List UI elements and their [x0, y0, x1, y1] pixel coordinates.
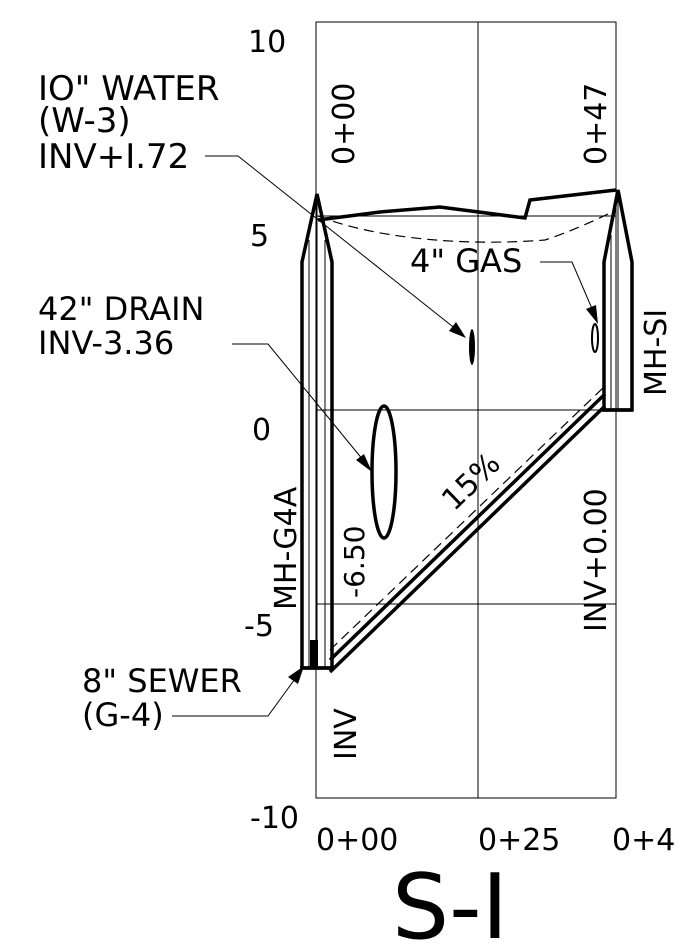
- manhole-right: [602, 189, 634, 412]
- y-tick-minus5: -5: [244, 609, 274, 644]
- callout-sewer: 8" SEWER (G-4): [82, 662, 304, 734]
- water-pipe: [469, 329, 475, 365]
- drain-label-line2: INV-3.36: [38, 324, 174, 362]
- slope-label: 15%: [435, 446, 507, 518]
- gas-pipe: [591, 323, 599, 353]
- sewer-label-line1: 8" SEWER: [82, 662, 242, 700]
- station-end-label: 0+47: [579, 83, 614, 165]
- drain-pipe: [370, 404, 398, 540]
- y-tick-5: 5: [250, 219, 269, 254]
- callout-drain: 42" DRAIN INV-3.36: [38, 290, 372, 472]
- x-tick-25: 0+25: [478, 823, 560, 858]
- y-tick-minus10: -10: [250, 801, 299, 836]
- profile-title: S-I: [392, 855, 508, 949]
- callout-gas: 4" GAS: [410, 242, 598, 324]
- water-label-line1: IO" WATER: [38, 69, 220, 109]
- ground-surface: [317, 188, 617, 222]
- station-start-label: 0+00: [327, 83, 362, 165]
- left-invert-tag: INV: [329, 708, 364, 760]
- callout-water: IO" WATER (W-3) INV+I.72: [38, 69, 466, 338]
- right-invert-label: INV+0.00: [579, 488, 614, 632]
- left-invert-label: -6.50: [338, 526, 371, 598]
- y-tick-0: 0: [252, 413, 271, 448]
- gas-label: 4" GAS: [410, 242, 522, 280]
- manhole-left: [300, 193, 334, 670]
- water-label-line3: INV+I.72: [38, 137, 189, 177]
- water-label-line2: (W-3): [38, 101, 131, 141]
- sewer-label-line2: (G-4): [82, 696, 164, 734]
- sewer-pipe: [328, 385, 607, 674]
- manhole-right-label: MH-SI: [639, 309, 674, 396]
- manhole-left-label: MH-G4A: [269, 486, 304, 610]
- x-tick-0: 0+00: [316, 823, 398, 858]
- ground-dashed: [317, 209, 617, 243]
- drain-label-line1: 42" DRAIN: [38, 290, 204, 328]
- y-tick-10: 10: [248, 25, 286, 60]
- x-tick-end: 0+4: [612, 823, 675, 858]
